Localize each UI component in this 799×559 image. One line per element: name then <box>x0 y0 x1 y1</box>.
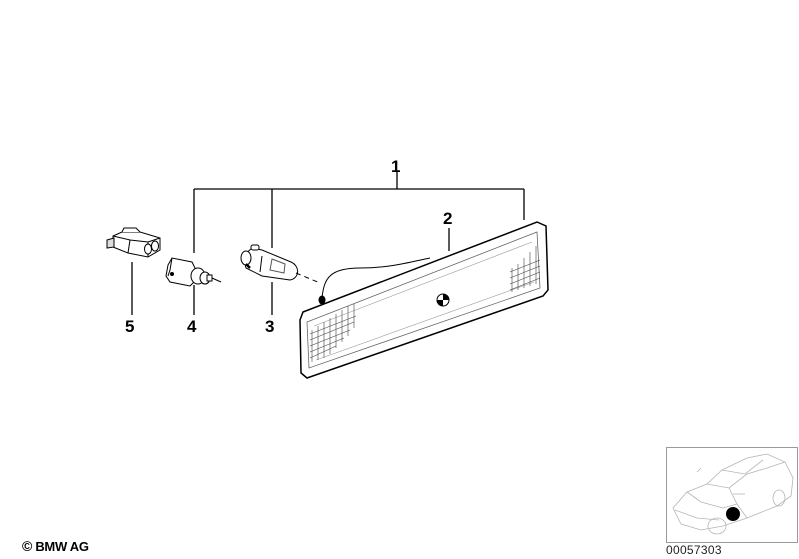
side-marker-lens-part[interactable] <box>299 221 549 379</box>
location-thumbnail[interactable] <box>666 447 798 543</box>
left-reflector-pattern <box>309 304 357 362</box>
connector-plug-part[interactable] <box>106 227 161 258</box>
callout-3[interactable]: 3 <box>265 317 274 336</box>
car-overview-drawing <box>672 453 794 535</box>
bulb-socket-part[interactable] <box>165 257 222 287</box>
copyright-notice: © BMW AG <box>22 538 89 554</box>
diagram-id: 00057303 <box>666 543 722 557</box>
callout-5[interactable]: 5 <box>125 317 134 336</box>
copyright-symbol: © <box>22 538 33 554</box>
callout-2[interactable]: 2 <box>443 209 452 228</box>
bulb-part[interactable] <box>240 244 321 284</box>
callout-1-bracket <box>193 172 525 253</box>
copyright-text: BMW AG <box>35 539 89 554</box>
callout-1[interactable]: 1 <box>391 157 400 176</box>
right-reflector-pattern <box>509 246 541 292</box>
callout-4[interactable]: 4 <box>187 317 197 336</box>
location-marker <box>726 507 740 521</box>
